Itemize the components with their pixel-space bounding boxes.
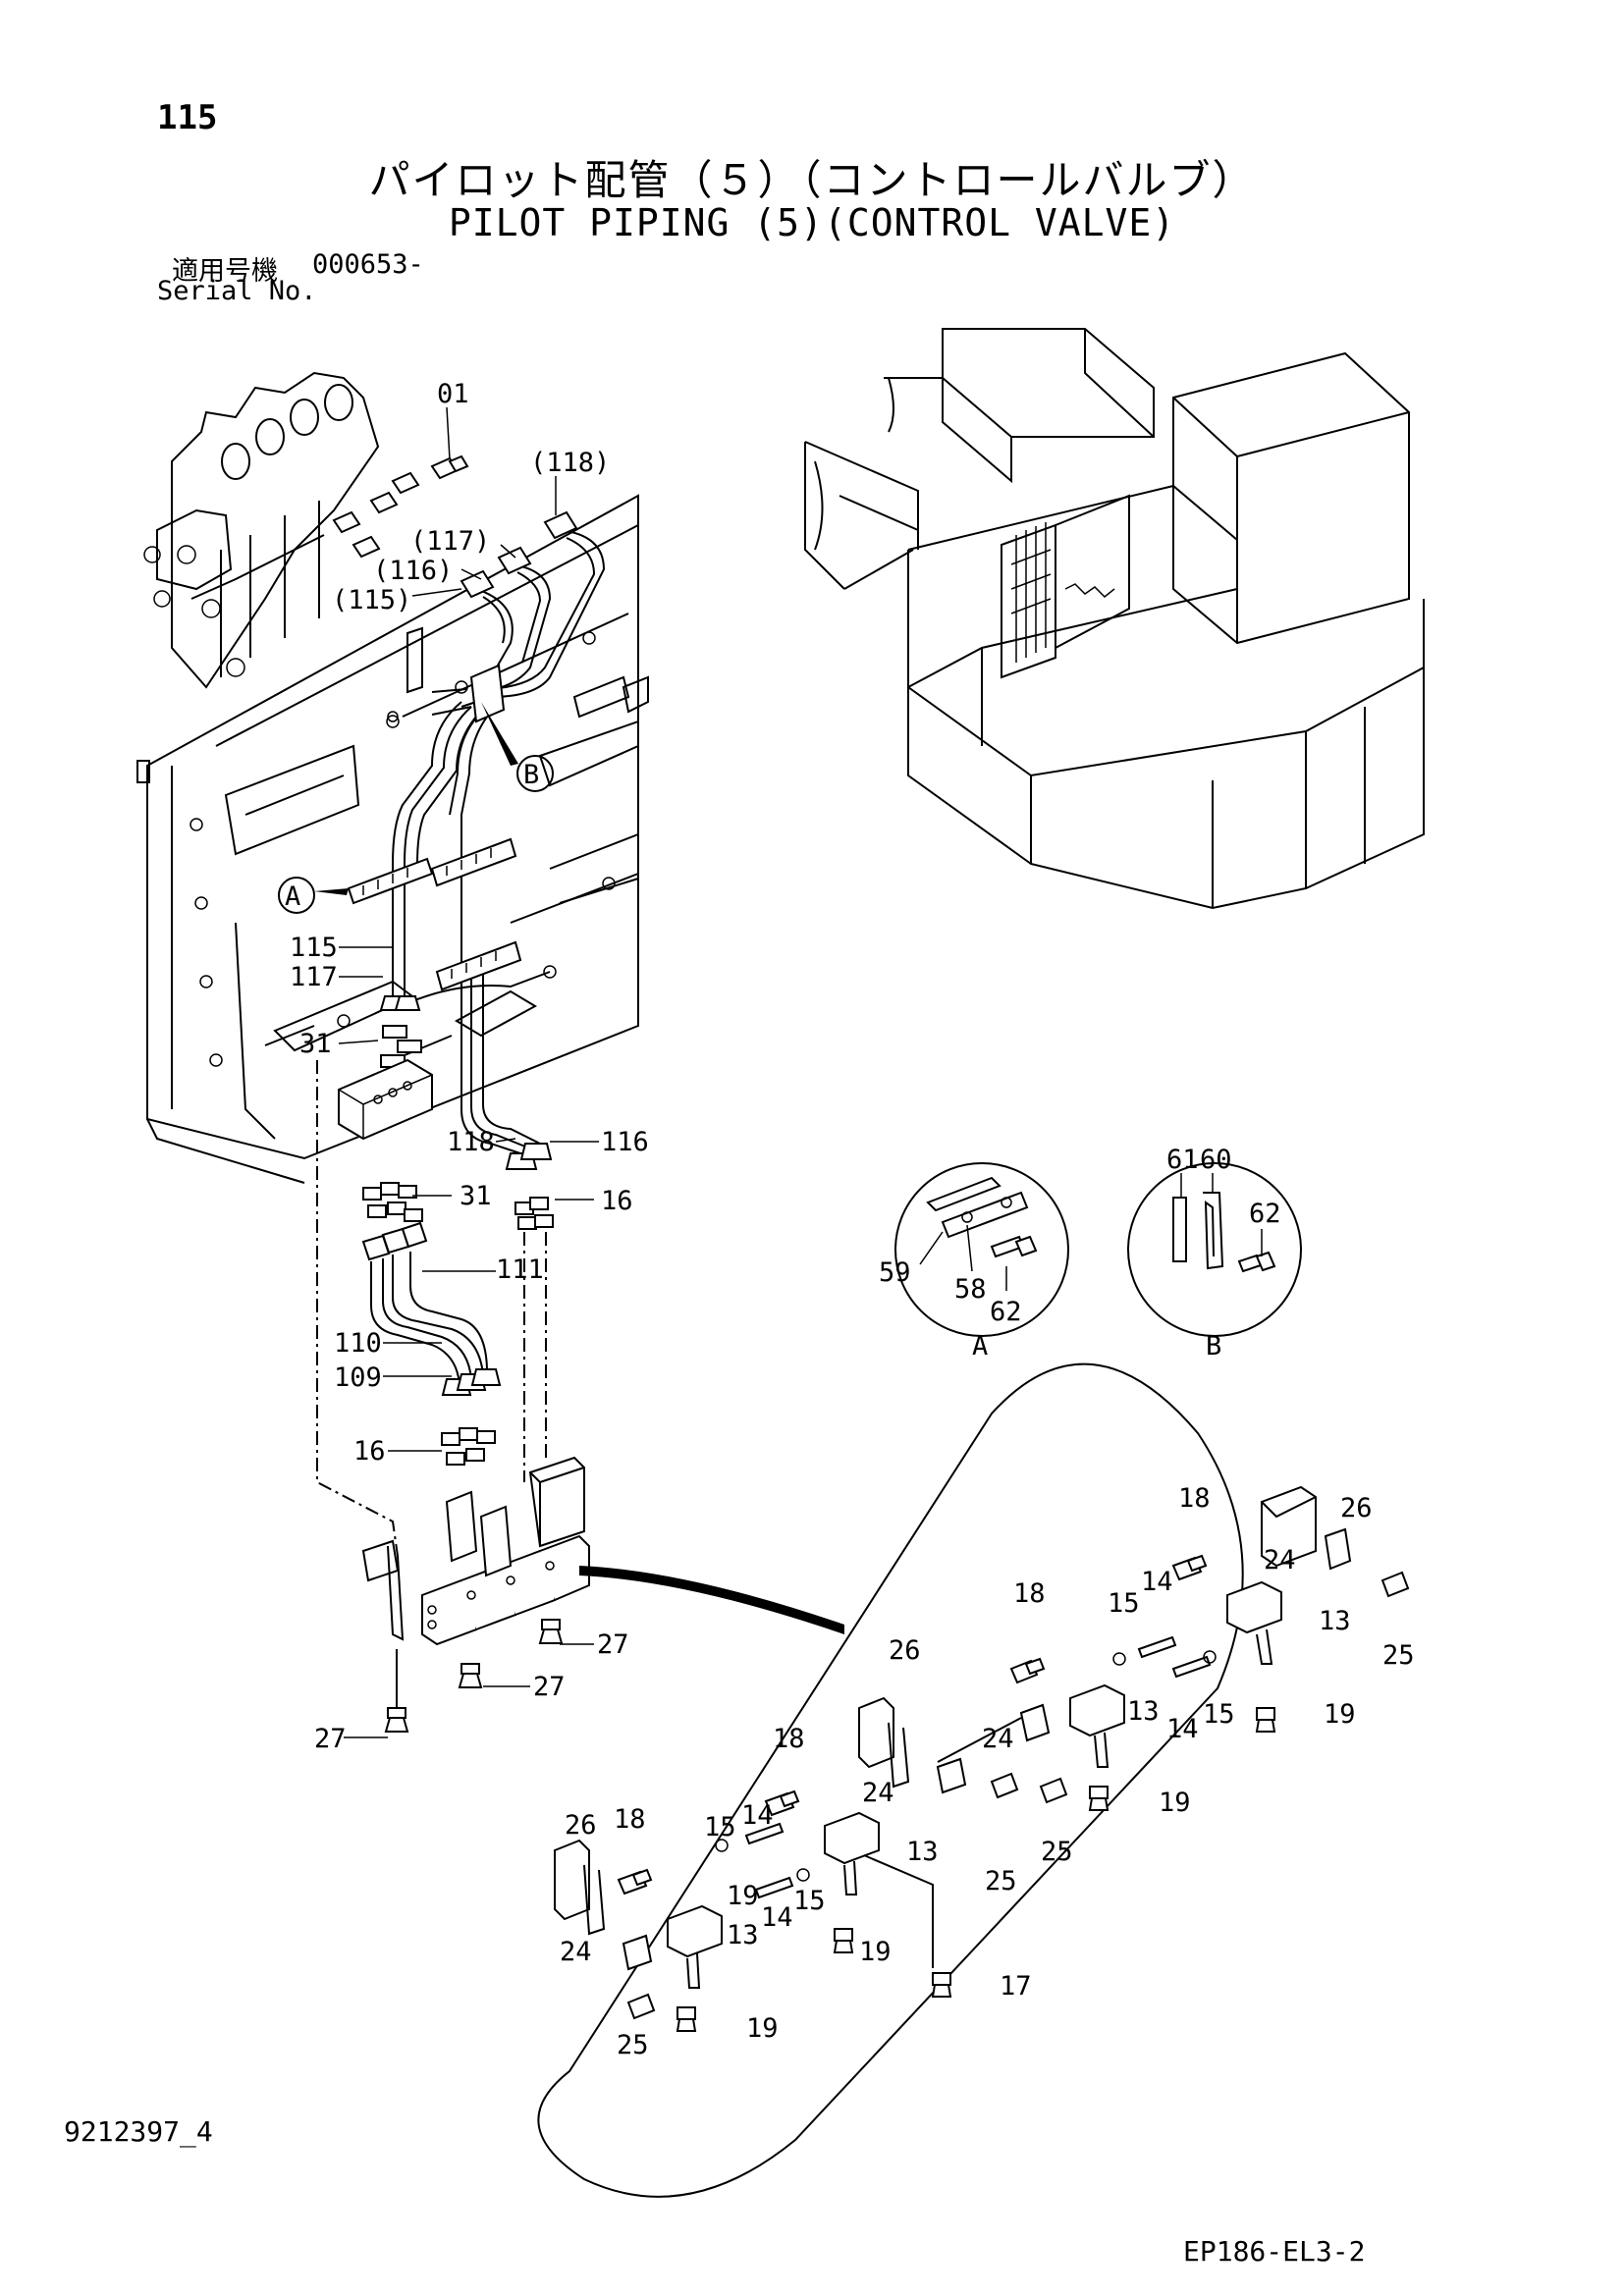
callout-31-lower: 31 (460, 1181, 492, 1211)
callout-27-middle: 27 (533, 1672, 566, 1702)
zoom-callout-24-a: 24 (1264, 1545, 1296, 1575)
zoom-callout-25-a: 25 (1382, 1640, 1415, 1671)
zoom-callout-14-d: 14 (761, 1902, 793, 1933)
control-valve-assembly (143, 371, 380, 689)
callout-118: 118 (447, 1127, 495, 1157)
valve-fittings (332, 454, 469, 559)
page-title-english: PILOT PIPING (5)(CONTROL VALVE) (448, 201, 1176, 244)
document-number: 9212397_4 (64, 2115, 213, 2148)
callout-59: 59 (879, 1257, 911, 1288)
detail-marker-b: B (481, 702, 554, 792)
serial-label-english: Serial No. (157, 276, 317, 306)
zoom-callout-13-b: 13 (1127, 1696, 1160, 1727)
callout-111: 111 (496, 1255, 544, 1285)
callout-16-right: 16 (601, 1186, 633, 1216)
zoom-callout-14-b: 14 (1166, 1714, 1199, 1744)
marker-b-label: B (523, 760, 539, 790)
callout-117: 117 (290, 962, 338, 992)
hose-end-fittings (379, 995, 553, 1170)
zoom-callout-18-b: 18 (1013, 1578, 1046, 1609)
serial-number-value: 000653- (312, 249, 424, 280)
zoom-callout-26-c: 26 (565, 1810, 597, 1841)
zoom-callout-13-d: 13 (727, 1920, 759, 1950)
zoom-callout-24-c: 24 (862, 1778, 894, 1808)
main-callouts: 01 (118) (117) (116) (115) 115 117 31 11… (290, 379, 649, 1754)
detail-a-callouts: 59 58 62 A (879, 1257, 1022, 1362)
page-title-japanese: パイロット配管（５）（コントロールバルブ） (368, 156, 1256, 204)
zoom-callout-14-c: 14 (741, 1800, 774, 1831)
zoom-callout-24-b: 24 (982, 1724, 1014, 1754)
adapter-fittings (362, 1182, 554, 1230)
callout-16-left: 16 (353, 1436, 386, 1467)
page-number: 115 (157, 98, 218, 137)
callout-115-ref: (115) (332, 585, 411, 615)
callout-62-b: 62 (1249, 1199, 1281, 1229)
zoom-callout-25-b: 25 (985, 1866, 1017, 1896)
marker-a-label: A (285, 881, 300, 912)
callout-60: 60 (1200, 1145, 1232, 1175)
zoom-callout-15-a: 15 (1108, 1588, 1140, 1619)
callout-58: 58 (954, 1274, 987, 1305)
callout-118-ref: (118) (530, 448, 610, 478)
callout-116-ref: (116) (373, 556, 453, 586)
zoom-callout-19-d: 19 (859, 1937, 892, 1967)
zoomed-valve-parts (554, 1485, 1410, 2032)
magnified-detail-oval (537, 1362, 1244, 2198)
zoom-callout-15-c: 15 (704, 1812, 736, 1842)
callout-110: 110 (334, 1328, 382, 1359)
zoom-callout-26-a: 26 (1340, 1493, 1373, 1523)
callout-31-upper: 31 (299, 1029, 332, 1059)
detail-a-label: A (972, 1331, 988, 1362)
zoom-callout-18-a: 18 (1178, 1483, 1211, 1514)
zoomed-callouts: 26 18 24 13 25 19 18 15 14 13 14 15 19 2… (560, 1483, 1415, 2060)
callout-109: 109 (334, 1362, 382, 1393)
drawing-reference-code: EP186-EL3-2 (1183, 2235, 1366, 2268)
zoom-callout-25-c: 25 (1041, 1837, 1073, 1867)
zoom-callout-19-c: 19 (727, 1881, 759, 1911)
zoom-callout-26-b: 26 (889, 1635, 921, 1666)
callout-62-a: 62 (990, 1297, 1022, 1327)
detail-view-a (894, 1162, 1069, 1337)
callout-61: 61 (1166, 1145, 1199, 1175)
zoom-callout-13-c: 13 (906, 1837, 939, 1867)
detail-view-b (1127, 1162, 1302, 1337)
zoom-callout-18-c: 18 (773, 1724, 805, 1754)
solenoid-valve-bank (316, 1060, 590, 1733)
callout-01: 01 (437, 379, 469, 409)
zoom-callout-13-a: 13 (1319, 1606, 1351, 1636)
callout-leader-lines (338, 406, 1263, 1738)
zoom-callout-19-e: 19 (746, 2013, 779, 2044)
junction-block (338, 1058, 433, 1141)
callout-27-left: 27 (314, 1724, 347, 1754)
zoom-callout-15-d: 15 (793, 1886, 826, 1916)
lower-pilot-hoses (361, 1221, 502, 1396)
zoom-callout-19-b: 19 (1159, 1788, 1191, 1818)
zoom-callout-17: 17 (1000, 1971, 1032, 2002)
detail-b-callouts: 61 60 62 B (1166, 1145, 1281, 1362)
zoom-callout-18-d: 18 (614, 1804, 646, 1835)
machine-overview-illustration (804, 328, 1425, 910)
callout-27-right: 27 (597, 1629, 629, 1660)
zoom-callout-24-d: 24 (560, 1937, 592, 1967)
callout-115: 115 (290, 933, 338, 963)
pilot-hose-routing (392, 510, 606, 1154)
hose-clamps (347, 837, 522, 991)
zoom-callout-25-d: 25 (617, 2030, 649, 2060)
callout-117-ref: (117) (410, 526, 490, 557)
detail-b-label: B (1206, 1331, 1221, 1362)
zoom-callout-19-a: 19 (1324, 1699, 1356, 1730)
detail-marker-a: A (278, 877, 349, 914)
zoom-callout-14-a: 14 (1141, 1567, 1173, 1597)
zoom-callout-15-b: 15 (1203, 1699, 1235, 1730)
callout-116: 116 (601, 1127, 649, 1157)
serial-label-japanese: 適用号機 (172, 256, 278, 287)
